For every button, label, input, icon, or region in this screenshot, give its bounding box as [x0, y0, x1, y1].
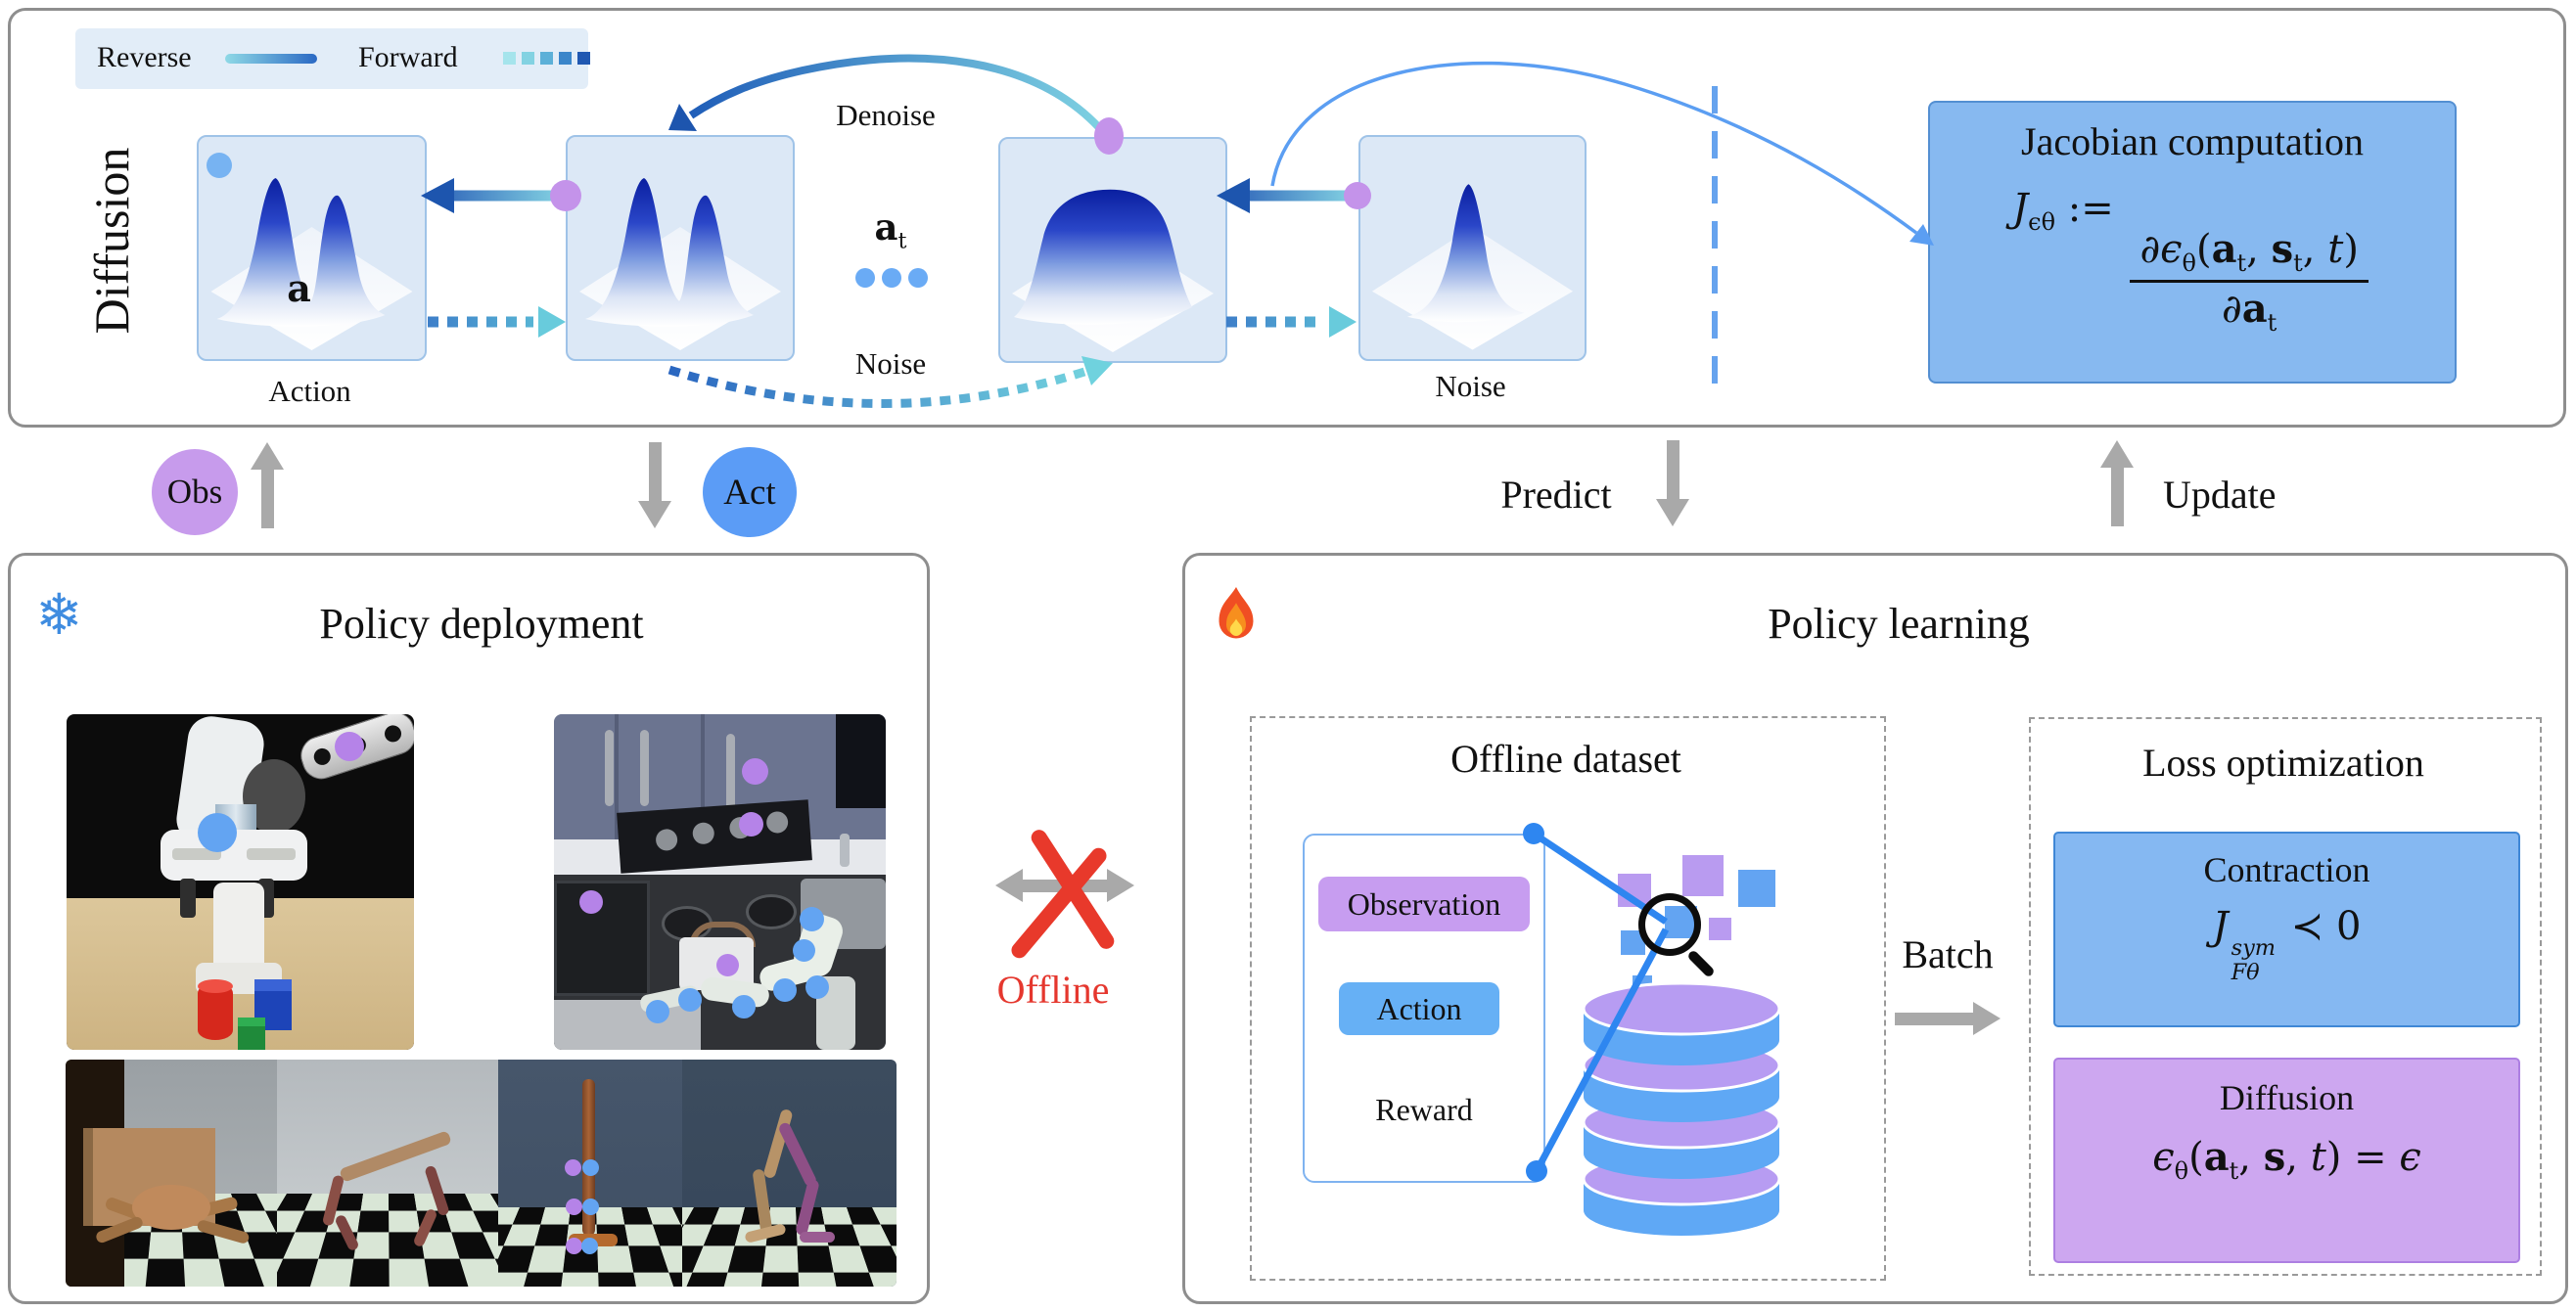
- walker2d-env: [682, 1060, 897, 1287]
- distribution-panel-action: a: [197, 135, 427, 361]
- contraction-title: Contraction: [2203, 850, 2370, 889]
- legend-box: Reverse Forward: [75, 28, 590, 89]
- offline-dataset-title: Offline dataset: [1450, 737, 1681, 781]
- dark-corner: [836, 714, 886, 808]
- learning-title: Policy learning: [1768, 600, 2030, 648]
- deployment-title: Policy deployment: [319, 600, 644, 648]
- predict-label: Predict: [1500, 473, 1612, 517]
- database-icon: [1582, 981, 1781, 1236]
- update-up-arrow: [2100, 440, 2134, 526]
- legend-forward-label: Forward: [358, 41, 458, 73]
- red-cylinder: [198, 979, 233, 1040]
- twin-peak-surface: [210, 178, 413, 350]
- observation-dot-overlay: [335, 732, 364, 761]
- green-block: [238, 1018, 265, 1050]
- diffusion-loss-title: Diffusion: [2219, 1078, 2355, 1117]
- loss-title: Loss optimization: [2142, 741, 2424, 785]
- kitchen-sim-image: [554, 714, 886, 1050]
- blue-block: [254, 979, 292, 1030]
- burner-2: [746, 894, 797, 929]
- diffusion-loss-formula: ϵθ(at, s, t) = ϵ: [2152, 1134, 2421, 1185]
- transition-card: Observation Action Reward: [1303, 834, 1545, 1183]
- data-square: [1682, 855, 1724, 896]
- gripper-finger-left: [180, 879, 196, 918]
- jacobian-box: Jacobian computation Jϵθ := ∂ϵθ(at, st, …: [1928, 101, 2457, 384]
- ant-env: [66, 1060, 277, 1287]
- distribution-panel-step2: [566, 135, 795, 361]
- diffusion-side-label: Diffusion: [84, 147, 139, 335]
- floor-patch: [554, 1000, 701, 1050]
- magnifier-icon: [1638, 893, 1701, 956]
- kettle-handle: [689, 922, 756, 947]
- predict-down-arrow: [1656, 440, 1689, 526]
- obs-up-arrow: [251, 442, 284, 528]
- twin-peak-surface: [579, 178, 781, 350]
- data-square: [1709, 918, 1731, 940]
- distribution-panel-noise: [1358, 135, 1587, 361]
- act-down-arrow: [638, 442, 671, 528]
- robot-arm-photo: [67, 714, 414, 1050]
- action-caption: Action: [268, 374, 351, 408]
- data-square: [1738, 870, 1775, 907]
- reward-label: Reward: [1375, 1092, 1473, 1127]
- single-peak-surface: [1371, 184, 1574, 350]
- batch-arrow: [1895, 1002, 2001, 1035]
- forward-line-sample: [503, 52, 590, 65]
- mujoco-env-strip: [66, 1060, 897, 1287]
- a-label: a: [287, 266, 311, 310]
- offline-label: Offline: [996, 968, 1110, 1012]
- update-label: Update: [2163, 473, 2277, 517]
- action-pill: Action: [1339, 982, 1499, 1035]
- noise-caption: Noise: [1435, 369, 1506, 403]
- legend-reverse-label: Reverse: [97, 41, 192, 73]
- observation-pill: Observation: [1318, 877, 1530, 931]
- fire-icon: [1219, 587, 1254, 639]
- snowflake-icon: ❄: [35, 581, 83, 648]
- denoise-label: Denoise: [836, 98, 936, 132]
- jacobian-formula: Jϵθ := ∂ϵθ(at, st, t)∂at: [1930, 186, 2455, 337]
- reverse-line-sample: [225, 54, 317, 64]
- obs-badge: Obs: [152, 449, 238, 535]
- hopper-env: [498, 1060, 682, 1287]
- at-label: at: [874, 205, 907, 254]
- act-badge: Act: [703, 447, 797, 537]
- mound-surface: [1012, 189, 1214, 352]
- halfcheetah-env: [277, 1060, 498, 1287]
- batch-label: Batch: [1902, 932, 1994, 976]
- diffusion-loss-box: Diffusion ϵθ(at, s, t) = ϵ: [2053, 1058, 2520, 1263]
- action-dot-overlay: [198, 813, 237, 852]
- noise-mid-label: Noise: [854, 346, 927, 381]
- robot-base-column: [213, 882, 264, 973]
- distribution-panel-step3: [998, 137, 1227, 363]
- faucet: [840, 834, 850, 867]
- jacobian-title: Jacobian computation: [2021, 119, 2364, 163]
